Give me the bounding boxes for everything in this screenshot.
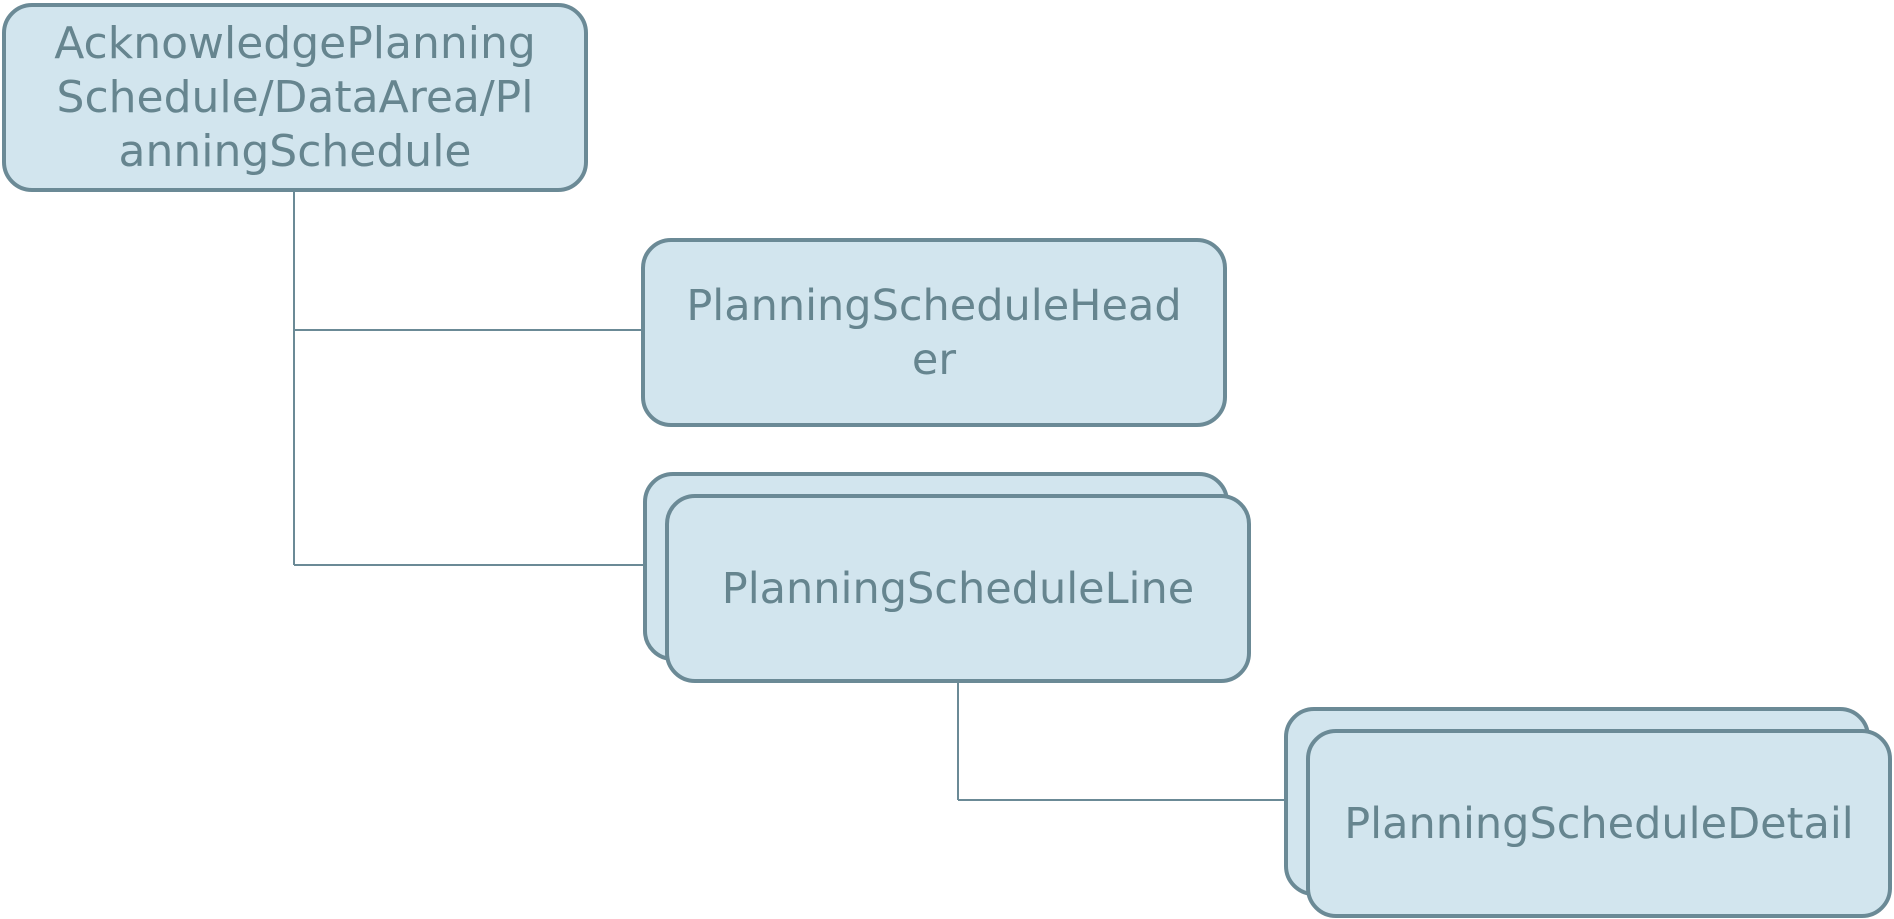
node-detail: PlanningScheduleDetail [1306,729,1892,918]
node-detail-label: PlanningScheduleDetail [1344,798,1854,849]
node-root: AcknowledgePlanningSchedule/DataArea/Pla… [2,3,588,192]
node-header-label: PlanningScheduleHeader [686,280,1182,385]
node-header: PlanningScheduleHeader [641,238,1227,427]
node-line: PlanningScheduleLine [665,494,1251,683]
node-root-label: AcknowledgePlanningSchedule/DataArea/Pla… [54,17,536,177]
node-line-label: PlanningScheduleLine [721,563,1195,614]
